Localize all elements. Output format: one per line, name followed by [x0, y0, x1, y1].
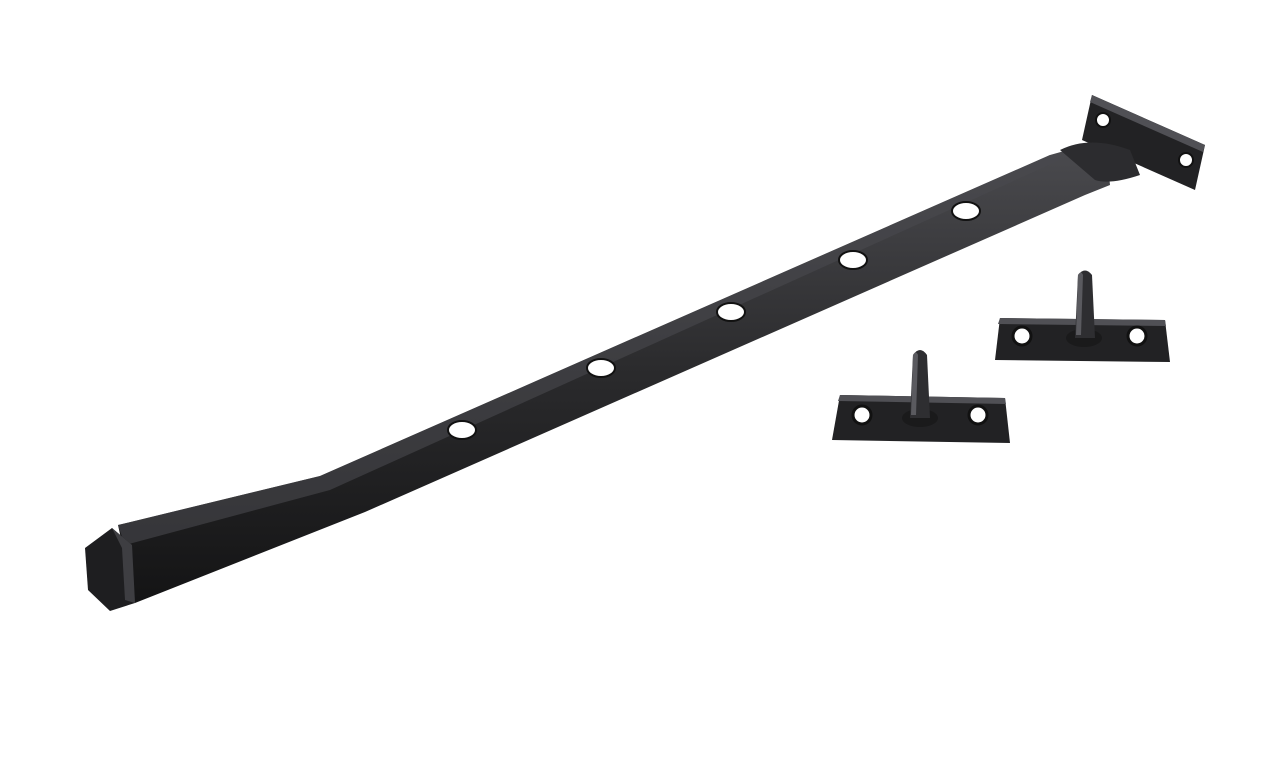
adjustment-holes [447, 201, 981, 440]
stay-pin-2 [995, 270, 1170, 362]
hole [838, 250, 868, 270]
pivot-bracket [1060, 95, 1205, 190]
hole [951, 201, 981, 221]
hole [447, 420, 477, 440]
hole [586, 358, 616, 378]
hole [716, 302, 746, 322]
stay-pin-1 [832, 350, 1010, 443]
casement-stay-arm [85, 148, 1110, 611]
